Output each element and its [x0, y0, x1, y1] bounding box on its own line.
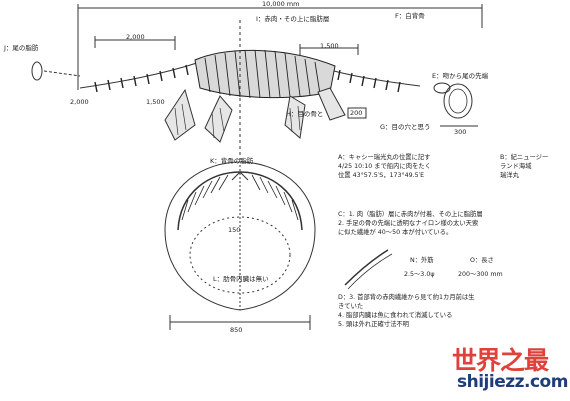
note-N: N：外筋: [410, 257, 434, 264]
skull-outline: [164, 161, 316, 311]
total-length-label: 10,000 mm: [262, 0, 300, 8]
label-G: G：目の穴と思う: [380, 123, 431, 131]
note-N-value: 2.5～3.0ψ: [404, 271, 435, 278]
vertebrae: [94, 64, 401, 93]
inner-cavity-dashed: [189, 216, 291, 294]
fin-length-label: 1,500: [146, 98, 165, 106]
head-oval-sketch: [31, 61, 43, 81]
ribcage-mass: [194, 49, 336, 99]
label-E: E：吻から尾の先端: [432, 72, 489, 80]
note-O-value: 200～300 mm: [458, 271, 503, 278]
tail-length-label: 2,000: [70, 98, 89, 106]
gill-ring: [443, 83, 473, 119]
rear-right-fin: [317, 87, 346, 121]
note-A: A：キャシー瑞光丸の位置に記す 4/25 10:10 まで船内に肉をたく 位置 …: [338, 154, 431, 179]
label-F: F：白背骨: [395, 12, 425, 20]
note-D: D：3. 首部背の赤肉繊維から見て約1カ月前は生 きていた 4. 脂部内臓は魚に…: [338, 294, 475, 328]
jaw-hatching: [181, 174, 299, 221]
watermark-logo-text: 世界之最: [452, 346, 549, 375]
jaw-depth-label: 150: [228, 226, 241, 234]
fin-small-label: 200: [350, 109, 363, 117]
jaw-width-label: 850: [230, 326, 243, 334]
label-K: K：背骨の脂肪: [210, 157, 254, 165]
watermark-url: shijiezz.com: [457, 372, 568, 392]
note-O: O：長さ: [470, 257, 494, 264]
front-left-fin: [164, 88, 196, 141]
head-to-body-label: 1,500: [320, 42, 339, 50]
fin-size-box: [347, 107, 367, 119]
fiber-rod-sketch: [344, 249, 389, 286]
fin-bones: [174, 103, 301, 139]
label-J: J：尾の脂肪: [4, 44, 39, 52]
note-B: B：紀ニュージー ランド海域 瑞洋丸: [500, 154, 549, 179]
label-I: I：赤肉・その上に脂肪層: [256, 15, 330, 23]
label-H: H：目の骨と: [286, 110, 324, 118]
label-L: L：肋骨内臓は無い: [213, 275, 269, 283]
rib-hatching: [204, 49, 321, 99]
front-right-fin: [204, 95, 233, 143]
tail-tip-sketch: [433, 82, 451, 94]
gill-width-label: 300: [454, 128, 467, 136]
neck-length-label: 2,000: [126, 33, 145, 41]
note-C: C：1. 肉（脂肪）層に赤肉が付着、その上に脂肪層 2. 手足の骨の先端に透明な…: [338, 211, 483, 236]
